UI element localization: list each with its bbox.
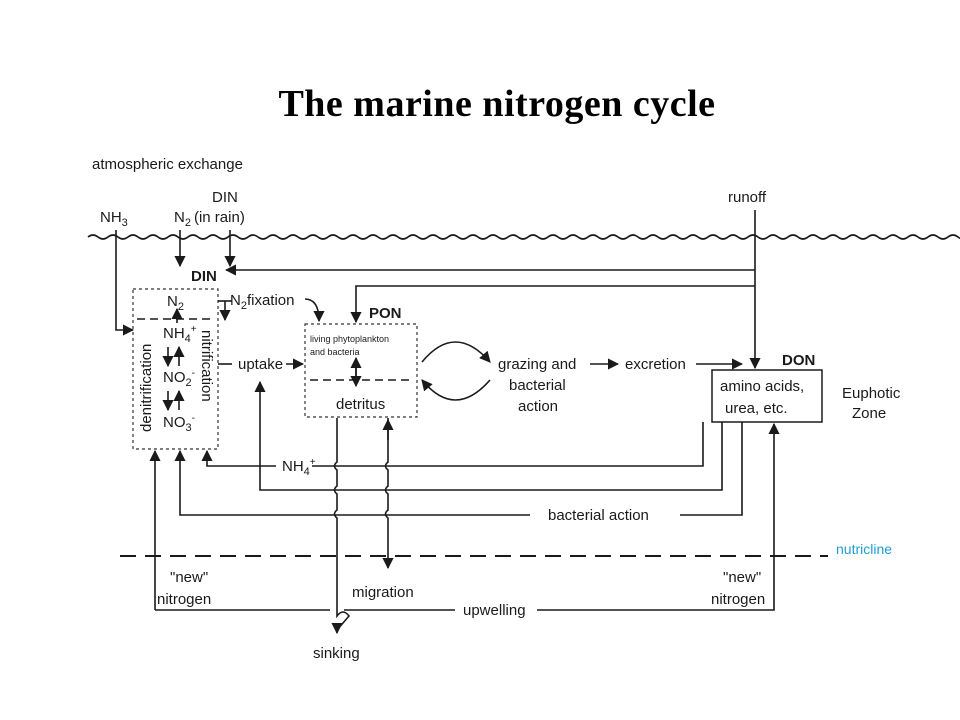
euphotic-label-1: Euphotic bbox=[842, 385, 901, 402]
grazing-label-3: action bbox=[518, 398, 558, 415]
sea-surface-line bbox=[87, 234, 960, 240]
din-box-label: DIN bbox=[191, 268, 217, 285]
nh4-mid-label: NH4+ bbox=[282, 457, 316, 478]
box-no2-label: NO2- bbox=[163, 368, 195, 389]
grazing-label-2: bacterial bbox=[509, 377, 566, 394]
din-top-label: DIN bbox=[212, 189, 238, 206]
bacterial-action-label: bacterial action bbox=[548, 507, 649, 524]
page-title: The marine nitrogen cycle bbox=[278, 83, 716, 125]
excretion-label: excretion bbox=[625, 356, 686, 373]
box-nh4-label: NH4+ bbox=[163, 324, 197, 345]
din-box bbox=[132, 288, 219, 450]
don-label: DON bbox=[782, 352, 815, 369]
upwelling-label: upwelling bbox=[463, 602, 526, 619]
box-no3-label: NO3- bbox=[163, 413, 195, 434]
nitrification-label: nitrification bbox=[198, 330, 215, 402]
detritus-label: detritus bbox=[336, 396, 385, 413]
living-phyto-label-2: and bacteria bbox=[310, 347, 360, 357]
don-nh4-return-line bbox=[312, 422, 704, 467]
n2-in-rain-label: N2(in rain) bbox=[174, 209, 245, 229]
euphotic-label-2: Zone bbox=[852, 405, 886, 422]
runoff-to-pon-arrow bbox=[350, 285, 755, 324]
box-n2-label: N2 bbox=[167, 293, 184, 313]
pon-label: PON bbox=[369, 305, 402, 322]
sinking-line bbox=[331, 418, 351, 635]
bacterial-action-line-right bbox=[680, 422, 743, 516]
grazing-arc-top bbox=[421, 341, 491, 363]
uptake-label: uptake bbox=[238, 356, 283, 373]
new-right-label-1: "new" bbox=[723, 569, 761, 586]
new-left-label-1: "new" bbox=[170, 569, 208, 586]
n2-fixation-to-pon-arrow bbox=[304, 298, 325, 323]
new-left-label-2: nitrogen bbox=[157, 591, 211, 608]
migration-label: migration bbox=[352, 584, 414, 601]
sinking-label: sinking bbox=[313, 645, 360, 662]
nh4-to-din-arrow bbox=[201, 449, 276, 467]
nh3-label: NH3 bbox=[100, 209, 128, 229]
don-box bbox=[711, 369, 823, 423]
new-right-label-2: nitrogen bbox=[711, 591, 765, 608]
pon-box bbox=[304, 323, 418, 418]
atmospheric-exchange-label: atmospheric exchange bbox=[92, 156, 243, 173]
grazing-label-1: grazing and bbox=[498, 356, 576, 373]
n2-fixation-label: N2fixation bbox=[230, 292, 295, 312]
don-text-2: urea, etc. bbox=[725, 400, 788, 417]
nh3-arrow bbox=[115, 230, 135, 336]
denitrification-label: denitrification bbox=[138, 344, 155, 432]
bacterial-action-to-din-arrow bbox=[174, 449, 530, 516]
nutricline-label: nutricline bbox=[836, 541, 892, 557]
living-phyto-label: living phytoplankton bbox=[310, 334, 389, 344]
upwelling-line-right bbox=[537, 422, 780, 611]
runoff-label: runoff bbox=[728, 189, 767, 206]
don-text-1: amino acids, bbox=[720, 378, 804, 395]
grazing-arc-bottom bbox=[421, 379, 491, 401]
don-uptake-return-line bbox=[254, 380, 723, 491]
migration-line bbox=[382, 418, 394, 570]
